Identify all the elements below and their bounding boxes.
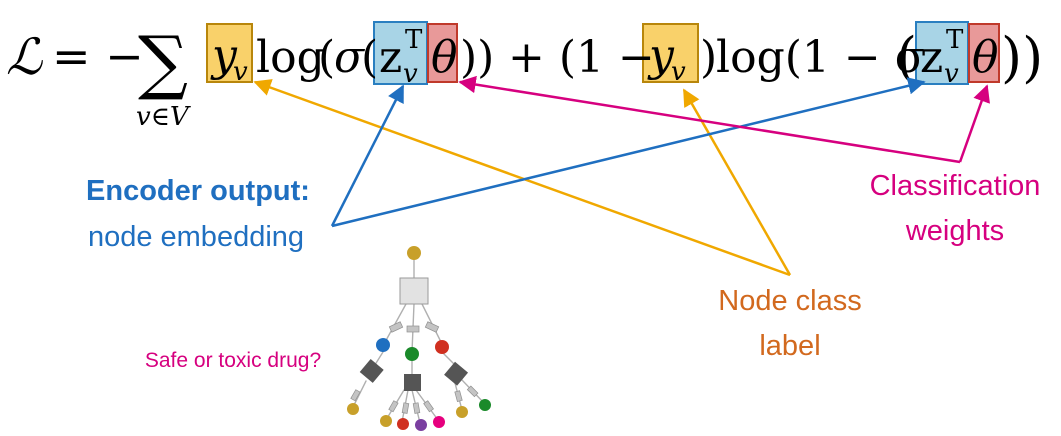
- leaf-pink: [433, 416, 445, 428]
- graph-edge-tabs: [350, 321, 479, 414]
- leaf-red: [397, 418, 409, 430]
- aggregator-middle: [404, 374, 421, 391]
- arrow-encoder-to-z1: [330, 84, 405, 227]
- node-red: [435, 340, 449, 354]
- theta-2: θ: [972, 32, 999, 83]
- z-box-2: [915, 21, 969, 85]
- aggregator-left: [359, 358, 384, 383]
- classification-weights-line2: weights: [905, 215, 1004, 247]
- z-label-1: z: [379, 32, 402, 83]
- y-box-2: [642, 23, 699, 83]
- node-root: [407, 246, 421, 260]
- theta-1: θ: [431, 32, 458, 83]
- arrow-weights-to-theta1: [458, 75, 961, 164]
- drug-question: Safe or toxic drug?: [145, 349, 321, 372]
- sigma-1: σ: [334, 32, 366, 83]
- sum-subscript: v∈V: [136, 102, 191, 132]
- log-one-minus-sigma: log(1 − σ: [716, 32, 925, 83]
- log-1: log: [256, 32, 325, 83]
- y-label-2: y: [647, 30, 675, 81]
- plus-one-minus: + (1 −: [508, 32, 655, 83]
- close-paren-3: ): [700, 32, 717, 83]
- leaf-gold-2: [380, 415, 392, 427]
- computation-graph: [347, 246, 491, 431]
- theta-box-2: [968, 23, 1000, 83]
- z-superscript-2: T: [946, 25, 964, 55]
- arrow-encoder-to-z2: [331, 77, 926, 228]
- node-blue: [376, 338, 390, 352]
- z-box-1: [373, 21, 428, 85]
- z-superscript-1: T: [405, 25, 423, 55]
- classification-weights-line1: Classification: [870, 170, 1041, 202]
- node-class-label-line2: label: [759, 330, 820, 362]
- loss-symbol: ℒ: [6, 28, 43, 86]
- z-label-2: z: [920, 32, 943, 83]
- arrow-weights-to-theta2: [958, 84, 990, 163]
- z-subscript-2: v: [944, 59, 959, 89]
- equals-minus: = −: [52, 29, 144, 83]
- y-subscript-2: v: [671, 57, 686, 87]
- open-paren-big: (: [896, 26, 917, 89]
- y-box-1: [206, 23, 253, 83]
- loss-equation: ℒ = − ∑ v∈V y v log ( σ ( z T v θ )) + (…: [6, 21, 1043, 132]
- open-paren-1: (: [318, 32, 335, 83]
- open-paren-2: (: [361, 32, 378, 83]
- sum-symbol: ∑: [138, 21, 188, 103]
- node-green: [405, 347, 419, 361]
- y-label-1: y: [210, 30, 238, 81]
- encoder-output-subtitle: node embedding: [88, 221, 304, 253]
- z-subscript-1: v: [403, 59, 418, 89]
- close-parens-1: )): [460, 32, 494, 83]
- aggregator-root: [399, 277, 429, 305]
- leaf-gold-1: [347, 403, 359, 415]
- aggregator-right: [444, 361, 469, 386]
- theta-box-1: [427, 23, 458, 83]
- close-parens-big: )): [1001, 26, 1043, 89]
- leaf-gold-3: [456, 406, 468, 418]
- encoder-output-title: Encoder output:: [86, 175, 310, 207]
- arrows: [253, 75, 990, 277]
- leaf-purple: [415, 419, 427, 431]
- node-class-label-line1: Node class: [718, 285, 861, 317]
- leaf-green: [479, 399, 491, 411]
- y-subscript-1: v: [233, 57, 248, 87]
